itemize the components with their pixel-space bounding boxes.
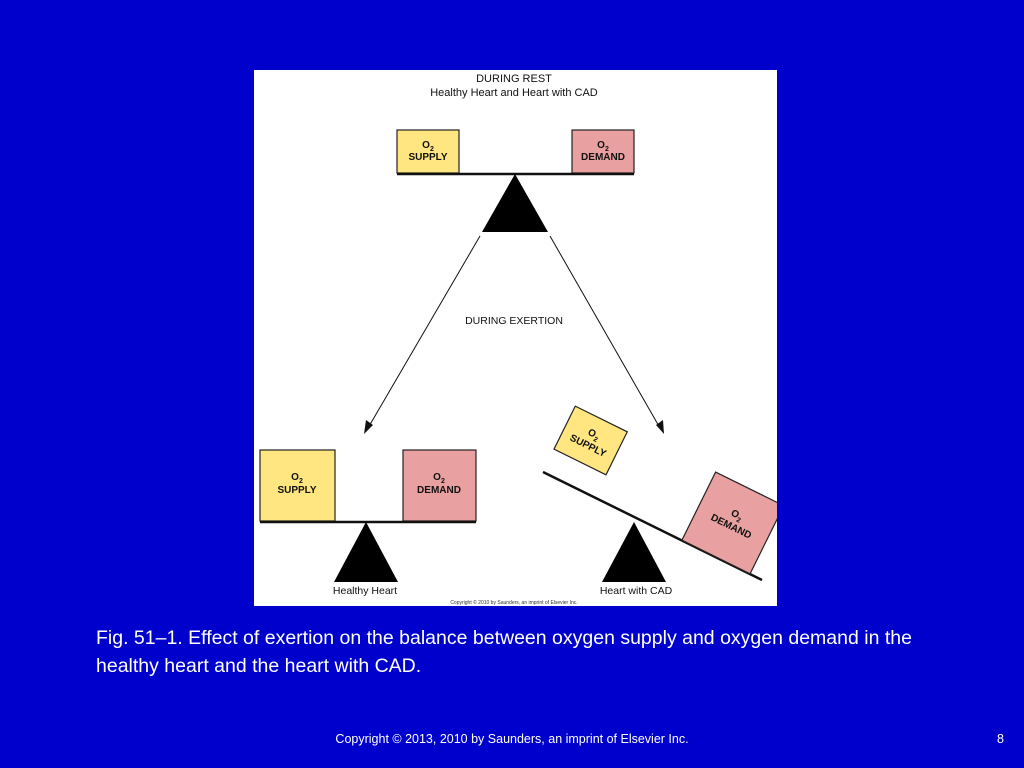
healthy-demand-label: DEMAND <box>417 485 461 496</box>
rest-demand-box: O2 DEMAND <box>571 129 635 174</box>
healthy-heart-label: Healthy Heart <box>333 585 397 597</box>
rest-supply-box: O2 SUPPLY <box>396 129 460 174</box>
diagram-title: DURING REST <box>476 73 552 85</box>
during-exertion-label: DURING EXERTION <box>465 315 563 327</box>
svg-text:O2: O2 <box>433 472 445 485</box>
arrow-to-cad <box>549 235 661 429</box>
cad-scale: O2 SUPPLY O2 DEMAND Heart with CAD <box>542 405 777 597</box>
slide-footer-copyright: Copyright © 2013, 2010 by Saunders, an i… <box>335 732 689 746</box>
exertion-arrows <box>364 235 664 434</box>
rest-demand-label: DEMAND <box>581 152 625 163</box>
svg-text:O2: O2 <box>728 508 744 525</box>
rest-scale: O2 SUPPLY O2 DEMAND <box>396 129 635 232</box>
healthy-supply-label: SUPPLY <box>277 485 316 496</box>
arrow-head-cad <box>656 420 664 434</box>
healthy-scale: O2 SUPPLY O2 DEMAND Healthy Heart <box>259 449 477 597</box>
oxygen-balance-diagram: DURING REST Healthy Heart and Heart with… <box>259 73 777 606</box>
rest-fulcrum <box>482 174 548 232</box>
arrow-head-healthy <box>364 420 373 434</box>
heart-with-cad-label: Heart with CAD <box>600 585 673 597</box>
healthy-demand-box: O2 DEMAND <box>402 449 477 522</box>
cad-fulcrum <box>602 522 666 582</box>
svg-text:O2: O2 <box>585 427 601 444</box>
healthy-supply-box: O2 SUPPLY <box>259 449 336 522</box>
rest-supply-label: SUPPLY <box>408 152 447 163</box>
figure-copyright: Copyright © 2010 by Saunders, an imprint… <box>450 599 577 606</box>
svg-text:O2: O2 <box>597 140 609 153</box>
page-number: 8 <box>997 732 1004 746</box>
svg-text:O2: O2 <box>422 140 434 153</box>
figure-caption: Fig. 51–1. Effect of exertion on the bal… <box>96 627 912 677</box>
diagram-subtitle: Healthy Heart and Heart with CAD <box>430 87 598 99</box>
svg-text:O2: O2 <box>291 472 303 485</box>
cad-supply-box: O2 SUPPLY <box>553 405 629 476</box>
cad-demand-box: O2 DEMAND <box>681 471 777 575</box>
healthy-fulcrum <box>334 522 398 582</box>
arrow-to-healthy <box>367 235 481 429</box>
figure-panel: DURING REST Healthy Heart and Heart with… <box>254 70 777 606</box>
